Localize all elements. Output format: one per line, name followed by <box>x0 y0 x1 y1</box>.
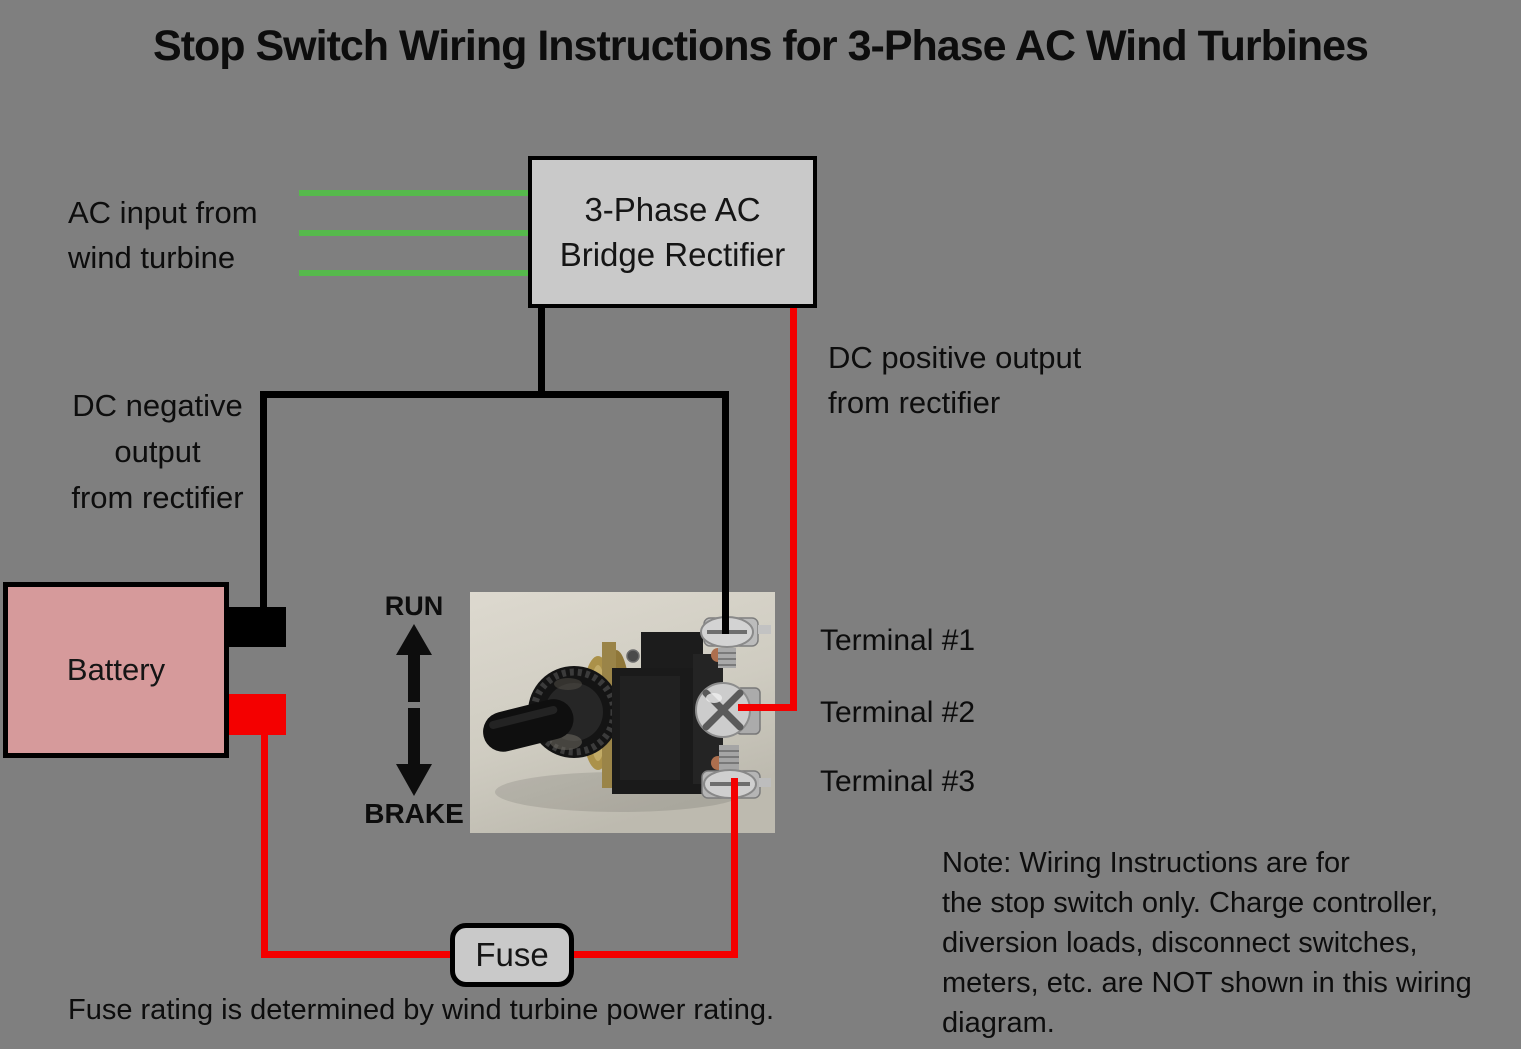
switch-body <box>612 632 725 794</box>
rectifier-box: 3-Phase AC Bridge Rectifier <box>528 156 817 308</box>
wire-battery-to-fuse-horizontal <box>261 951 452 958</box>
run-arrow-icon <box>396 624 432 702</box>
fuse-caption: Fuse rating is determined by wind turbin… <box>68 994 775 1026</box>
battery-label: Battery <box>66 652 166 687</box>
dc-negative-label: DC negative output from rectifier <box>71 388 244 515</box>
wire-dc-negative-drop <box>538 306 545 394</box>
terminal3-screw <box>701 745 771 799</box>
wire-dc-positive-to-terminal2 <box>738 704 797 711</box>
wire-dc-negative-to-terminal1 <box>722 391 729 634</box>
fuse-box: Fuse <box>450 923 574 987</box>
wire-dc-positive-drop <box>790 306 797 711</box>
terminal2-label: Terminal #2 <box>820 696 976 729</box>
note-text: Note: Wiring Instructions are for the st… <box>942 847 1472 1039</box>
brake-label: BRAKE <box>364 798 464 829</box>
run-label: RUN <box>384 591 444 621</box>
brake-arrow-icon <box>396 708 432 796</box>
wire-dc-negative-horizontal <box>260 391 729 398</box>
terminal3-label: Terminal #3 <box>820 765 976 798</box>
ac-input-label: AC input from wind turbine <box>68 195 258 275</box>
fuse-label: Fuse <box>475 936 549 973</box>
wire-dc-negative-to-battery <box>260 391 267 609</box>
ac-phase-wire-2 <box>299 230 528 236</box>
wire-fuse-to-terminal3-horizontal <box>572 951 738 958</box>
rectifier-label: 3-Phase AC Bridge Rectifier <box>559 191 786 273</box>
dc-positive-label: DC positive output from rectifier <box>828 340 1082 420</box>
battery-negative-terminal <box>229 607 286 647</box>
page-title: Stop Switch Wiring Instructions for 3-Ph… <box>153 22 1369 70</box>
wire-fuse-to-terminal3-vertical <box>731 778 738 958</box>
stop-switch-photo <box>470 592 775 833</box>
terminal2-screw <box>695 682 761 738</box>
terminal1-label: Terminal #1 <box>820 624 976 657</box>
battery-box: Battery <box>3 582 229 758</box>
wire-battery-to-fuse-vertical <box>261 732 268 958</box>
switch-toggle-lever <box>483 699 574 752</box>
ac-phase-wire-3 <box>299 270 528 276</box>
battery-positive-terminal <box>229 694 286 735</box>
ac-phase-wire-1 <box>299 190 528 196</box>
